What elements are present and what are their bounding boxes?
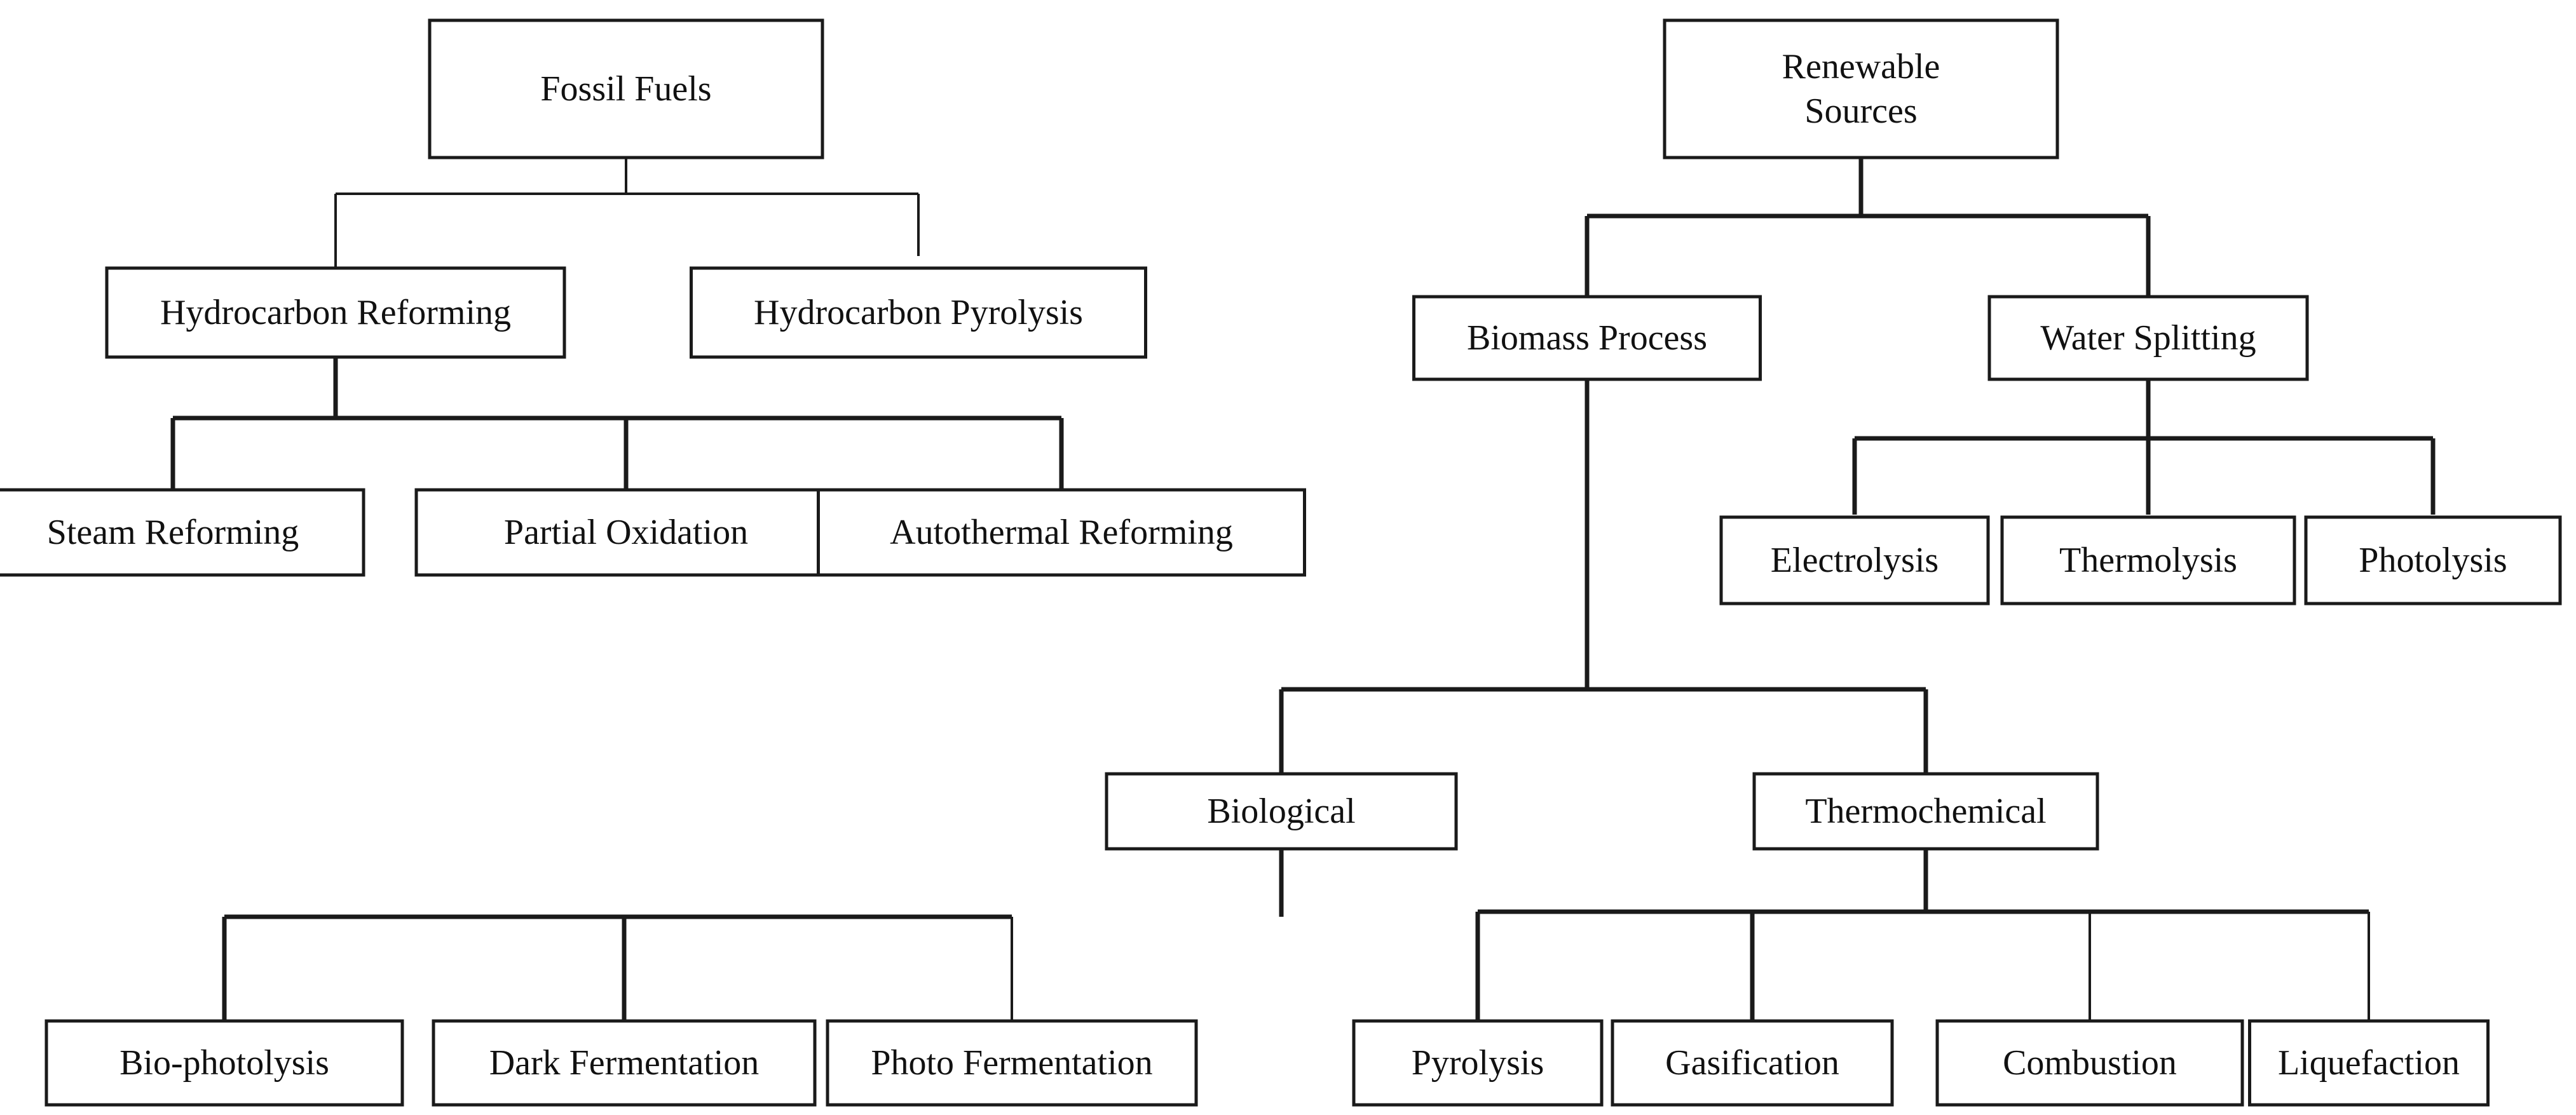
liquefaction-label: Liquefaction <box>2278 1043 2460 1083</box>
renewable-sources-label-line-2: Sources <box>1804 91 1917 131</box>
partial-oxidation-label: Partial Oxidation <box>504 513 748 552</box>
connector-combustion-liquefaction <box>2089 912 2370 1023</box>
bio-photolysis-label: Bio-photolysis <box>119 1043 329 1083</box>
combustion-box <box>1935 1019 2244 1107</box>
node-liquefaction: Liquefaction <box>2248 1019 2490 1107</box>
connector-biomass-process <box>1279 380 1928 774</box>
renewable-sources-box <box>1663 18 2059 159</box>
node-pyrolysis: Pyrolysis <box>1352 1019 1604 1107</box>
node-biological: Biological <box>1105 772 1458 851</box>
steam-reforming-label: Steam Reforming <box>47 513 299 552</box>
photolysis-box <box>2304 515 2562 605</box>
node-gasification: Gasification <box>1611 1019 1894 1107</box>
biological-box <box>1105 772 1458 851</box>
gasification-box <box>1611 1019 1894 1107</box>
water-splitting-label: Water Splitting <box>2040 318 2256 358</box>
node-water-splitting: Water Splitting <box>1987 295 2309 381</box>
photo-fermentation-label: Photo Fermentation <box>871 1043 1152 1083</box>
photo-fermentation-box <box>826 1019 1198 1107</box>
node-hydrocarbon-pyrolysis: Hydrocarbon Pyrolysis <box>690 266 1147 359</box>
thermolysis-label: Thermolysis <box>2059 541 2237 580</box>
connector-thermochemical <box>1475 848 2369 1023</box>
autothermal-reforming-box <box>817 488 1306 577</box>
autothermal-reforming-label: Autothermal Reforming <box>890 513 1233 552</box>
node-steam-reforming: Steam Reforming <box>0 488 365 577</box>
connectors <box>170 158 2436 1023</box>
node-thermolysis: Thermolysis <box>2000 515 2296 605</box>
node-dark-fermentation: Dark Fermentation <box>432 1019 817 1107</box>
steam-reforming-box <box>0 488 365 577</box>
node-partial-oxidation: Partial Oxidation <box>414 488 838 577</box>
node-photo-fermentation: Photo Fermentation <box>826 1019 1198 1107</box>
thermochemical-label: Thermochemical <box>1805 792 2046 831</box>
thermochemical-box <box>1752 772 2099 851</box>
connector-hydrocarbon-reforming <box>170 357 1064 489</box>
node-photolysis: Photolysis <box>2304 515 2562 605</box>
hydrocarbon-pyrolysis-box <box>690 266 1147 359</box>
biomass-process-box <box>1412 295 1762 381</box>
node-bio-photolysis: Bio-photolysis <box>44 1019 404 1107</box>
biomass-process-label: Biomass Process <box>1467 318 1707 358</box>
pyrolysis-box <box>1352 1019 1604 1107</box>
hydrocarbon-pyrolysis-label: Hydrocarbon Pyrolysis <box>754 293 1083 332</box>
combustion-label: Combustion <box>2003 1043 2177 1083</box>
electrolysis-label: Electrolysis <box>1771 541 1939 580</box>
node-fossil-fuels: Fossil Fuels <box>428 18 824 159</box>
dark-fermentation-box <box>432 1019 817 1107</box>
connector-water-splitting <box>1852 380 2436 515</box>
photolysis-label: Photolysis <box>2359 541 2507 580</box>
connector-biological <box>222 848 1284 1023</box>
fossil-fuels-box <box>428 18 824 159</box>
connector-fossil-fuels <box>334 158 920 269</box>
node-autothermal-reforming: Autothermal Reforming <box>817 488 1306 577</box>
dark-fermentation-label: Dark Fermentation <box>489 1043 760 1083</box>
hydrocarbon-reforming-box <box>105 266 566 359</box>
fossil-fuels-label: Fossil Fuels <box>540 69 711 109</box>
node-biomass-process: Biomass Process <box>1412 295 1762 381</box>
node-combustion: Combustion <box>1935 1019 2244 1107</box>
biological-label: Biological <box>1207 792 1355 831</box>
connector-renewable-sources <box>1584 158 2151 299</box>
renewable-sources-label-line-1: Renewable <box>1782 47 1940 86</box>
water-splitting-box <box>1987 295 2309 381</box>
liquefaction-box <box>2248 1019 2490 1107</box>
pyrolysis-label: Pyrolysis <box>1412 1043 1544 1083</box>
thermolysis-box <box>2000 515 2296 605</box>
electrolysis-box <box>1719 515 1990 605</box>
bio-photolysis-box <box>44 1019 404 1107</box>
node-hydrocarbon-reforming: Hydrocarbon Reforming <box>105 266 566 359</box>
node-thermochemical: Thermochemical <box>1752 772 2099 851</box>
node-electrolysis: Electrolysis <box>1719 515 1990 605</box>
gasification-label: Gasification <box>1665 1043 1839 1083</box>
hydrocarbon-reforming-label: Hydrocarbon Reforming <box>160 293 511 332</box>
